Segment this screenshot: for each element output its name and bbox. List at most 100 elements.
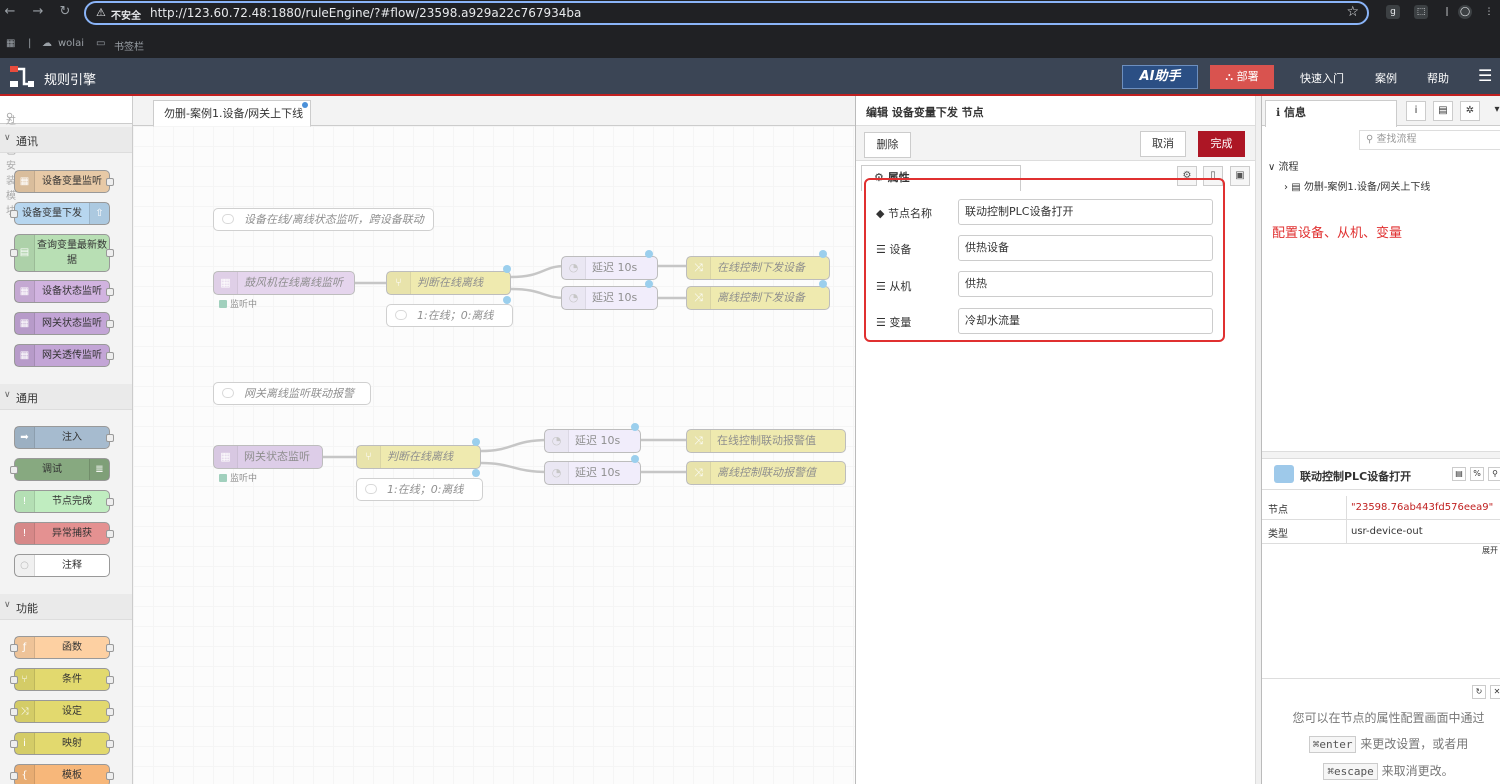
key-escape: ⌘escape (1323, 763, 1378, 780)
palette-node-switch[interactable]: ⑂条件 (10, 668, 114, 691)
palette-node-device-var-send[interactable]: 设备变量下发⇧ (10, 202, 110, 225)
apps-icon[interactable]: ▦ (6, 38, 16, 49)
flow-node-delay-1a[interactable]: ◔延迟 10s (561, 256, 658, 280)
palette-node-inject[interactable]: ➡注入 (14, 426, 114, 449)
comment-gateway-offline[interactable]: 网关离线监听联动报警 (213, 382, 371, 405)
palette-node-query-var[interactable]: ▤查询变量最新数据 (10, 234, 114, 272)
forward-icon[interactable]: → (32, 4, 44, 19)
variable-select[interactable]: 冷却水流量 (958, 308, 1213, 334)
profile-icon[interactable]: ◯ (1458, 5, 1472, 19)
bookmark-star-icon[interactable]: ☆ (1346, 4, 1359, 20)
tree-item-flow[interactable]: › ▤ 勿删-案例1.设备/网关上下线 (1284, 182, 1431, 193)
help-link[interactable]: 帮助 (1427, 72, 1449, 85)
flow-node-offline-alarm[interactable]: ⤨离线控制联动报警值 (686, 461, 846, 485)
cases-link[interactable]: 案例 (1375, 72, 1397, 85)
palette-node-change[interactable]: ⤨设定 (10, 700, 114, 723)
palette-category-function[interactable]: ∨功能 (0, 594, 132, 620)
palette-node-device-var-listen[interactable]: ▦设备变量监听 (14, 170, 114, 193)
flow-node-delay-1b[interactable]: ◔延迟 10s (561, 286, 658, 310)
extensions-icon[interactable]: ⬚ (1414, 5, 1428, 19)
palette-category-common[interactable]: ∨通用 (0, 384, 132, 410)
palette-node-gateway-status-listen[interactable]: ▦网关状态监听 (14, 312, 114, 335)
description-icon[interactable]: ▯ (1203, 166, 1223, 186)
link-icon[interactable]: % (1470, 467, 1484, 481)
book-icon[interactable]: ▤ (1452, 467, 1466, 481)
app-header: 规则引擎 AI助手 ⛬ 部署 快速入门 案例 帮助 ☰ (0, 58, 1500, 96)
deploy-button[interactable]: ⛬ 部署 (1210, 65, 1274, 89)
flow-node-fan-listen[interactable]: ▦鼓风机在线离线监听 (213, 271, 355, 295)
refresh-icon[interactable]: ↻ (1472, 685, 1486, 699)
flow-tab[interactable]: 勿删-案例1.设备/网关上下线 (153, 100, 311, 127)
bookmark-wolai[interactable]: wolai (58, 38, 84, 49)
slave-select[interactable]: 供热 (958, 271, 1213, 297)
sidebar-divider[interactable] (1262, 451, 1500, 459)
warning-icon: ⚠ (96, 6, 106, 19)
node-name-input[interactable]: 联动控制PLC设备打开 (958, 199, 1213, 225)
workspace-tabbar: 勿删-案例1.设备/网关上下线 (133, 96, 855, 127)
cancel-button[interactable]: 取消 (1140, 131, 1186, 157)
flow-node-judge-2[interactable]: ⑂判断在线离线 (356, 445, 481, 469)
key-enter: ⌘enter (1308, 736, 1357, 753)
flow-node-online-ctrl[interactable]: ⤨在线控制下发设备 (686, 256, 830, 280)
url-text[interactable]: http://123.60.72.48:1880/ruleEngine/?#fl… (150, 6, 582, 20)
editor-title: 编辑 设备变量下发 节点 (866, 106, 984, 119)
selected-node-header: 联动控制PLC设备打开 ▤ % ⚲ (1262, 460, 1500, 490)
palette-node-template[interactable]: {模板 (10, 764, 114, 784)
flow-search-input[interactable]: ⚲ 查找流程 (1359, 130, 1500, 150)
comment-judge-2[interactable]: 1:在线；0:离线 (356, 478, 483, 501)
highlight-box (864, 178, 1225, 342)
bug-icon[interactable]: ✲ (1460, 101, 1480, 121)
close-icon[interactable]: ✕ (1490, 685, 1500, 699)
comment-device-online[interactable]: 设备在线/离线状态监听，跨设备联动 (213, 208, 434, 231)
address-bar[interactable]: ⚠ 不安全 http://123.60.72.48:1880/ruleEngin… (84, 1, 1369, 25)
back-icon[interactable]: ← (4, 4, 16, 19)
search-icon[interactable]: ⚲ (1488, 467, 1500, 481)
exclamation-icon: ! (15, 491, 35, 512)
node-id-value[interactable]: "23598.76ab443fd576eea9" (1346, 496, 1493, 520)
sidebar-splitter[interactable] (1255, 96, 1261, 784)
appearance-icon[interactable]: ▣ (1230, 166, 1250, 186)
palette-node-debug[interactable]: 调试≣ (10, 458, 110, 481)
flow-node-online-alarm[interactable]: ⤨在线控制联动报警值 (686, 429, 846, 453)
info-tab-icon[interactable]: i (1406, 101, 1426, 121)
tree-root-flows[interactable]: ∨ 流程 (1268, 162, 1299, 173)
flow-node-offline-ctrl[interactable]: ⤨离线控制下发设备 (686, 286, 830, 310)
comment-judge-1[interactable]: 1:在线；0:离线 (386, 304, 513, 327)
list-icon: ☰ (876, 243, 890, 256)
reload-icon[interactable]: ↻ (59, 4, 71, 19)
flow-canvas[interactable]: 设备在线/离线状态监听，跨设备联动 网关离线监听联动报警 ▦鼓风机在线离线监听 … (133, 126, 855, 784)
browser-chrome: ← → ↻ ⚠ 不安全 http://123.60.72.48:1880/rul… (0, 0, 1500, 58)
settings-icon[interactable]: ⚙ (1177, 166, 1197, 186)
flow-node-judge-1[interactable]: ⑂判断在线离线 (386, 271, 511, 295)
profile-extension-icon[interactable]: g (1386, 5, 1400, 19)
palette-node-catch[interactable]: !异常捕获 (14, 522, 114, 545)
hamburger-menu-icon[interactable]: ☰ (1478, 66, 1493, 85)
palette-search-input[interactable]: ⚲ 过滤已安装模块 (0, 96, 132, 217)
palette-node-complete[interactable]: !节点完成 (14, 490, 114, 513)
delete-button[interactable]: 删除 (864, 132, 911, 158)
more-icon[interactable]: ⋮ (1484, 7, 1494, 17)
list-icon: ☰ (876, 316, 890, 329)
quickstart-link[interactable]: 快速入门 (1300, 72, 1344, 85)
palette-node-gateway-passthrough-listen[interactable]: ▦网关透传监听 (14, 344, 114, 367)
flow-node-delay-2b[interactable]: ◔延迟 10s (544, 461, 641, 485)
status-listening: 监听中 (219, 471, 257, 484)
palette-category-comm[interactable]: ∨通讯 (0, 127, 132, 153)
book-icon[interactable]: ▤ (1433, 101, 1453, 121)
chevron-down-icon[interactable]: ▾ (1494, 104, 1500, 115)
search-icon: ⚲ (6, 112, 14, 123)
tab-info[interactable]: ℹ 信息 (1265, 100, 1397, 127)
bookmark-folder[interactable]: 书签栏 (114, 42, 144, 53)
palette-node-device-status-listen[interactable]: ▦设备状态监听 (14, 280, 114, 303)
device-select[interactable]: 供热设备 (958, 235, 1213, 261)
palette-node-comment[interactable]: ○注释 (14, 554, 110, 577)
comment-icon (222, 388, 234, 398)
flow-node-delay-2a[interactable]: ◔延迟 10s (544, 429, 641, 453)
expand-link[interactable]: 展开 (1482, 546, 1498, 555)
done-button[interactable]: 完成 (1198, 131, 1245, 157)
flow-node-gateway-listen[interactable]: ▦网关状态监听 (213, 445, 323, 469)
shuffle-icon: ⤨ (687, 287, 711, 309)
ai-assistant-button[interactable]: AI助手 (1122, 65, 1198, 89)
